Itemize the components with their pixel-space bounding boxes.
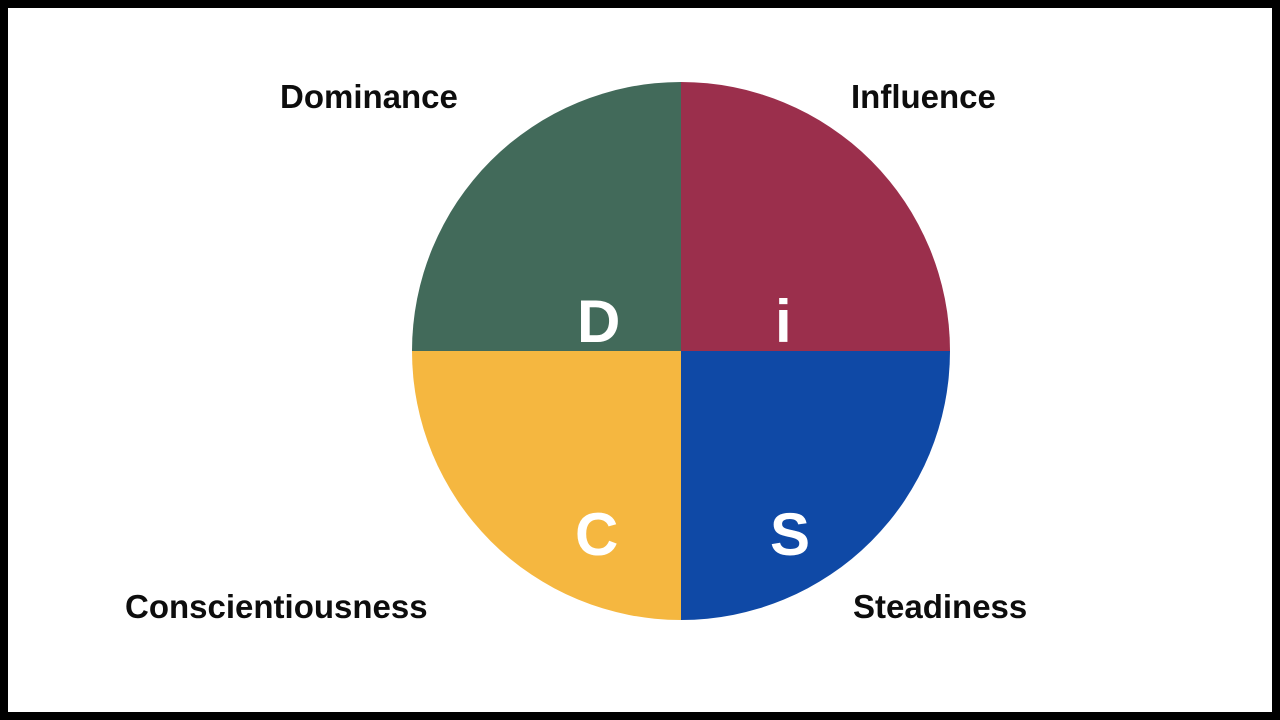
diagram-board: D i C S Dominance Influence Conscientiou…: [8, 8, 1272, 712]
quadrant-dominance[interactable]: [412, 82, 681, 351]
label-steadiness: Steadiness: [853, 588, 1028, 625]
label-influence: Influence: [851, 78, 996, 115]
quadrant-letter-i: i: [775, 288, 792, 355]
quadrant-influence[interactable]: [681, 82, 950, 351]
quadrant-letter-s: S: [770, 501, 811, 568]
label-dominance: Dominance: [280, 78, 458, 115]
quadrant-conscientiousness[interactable]: [412, 351, 681, 620]
quadrant-letter-c: C: [575, 501, 619, 568]
quadrant-letter-d: D: [577, 288, 621, 355]
quadrant-steadiness[interactable]: [681, 351, 950, 620]
disc-circle: D i C S: [412, 82, 950, 620]
label-conscientiousness: Conscientiousness: [125, 588, 428, 625]
